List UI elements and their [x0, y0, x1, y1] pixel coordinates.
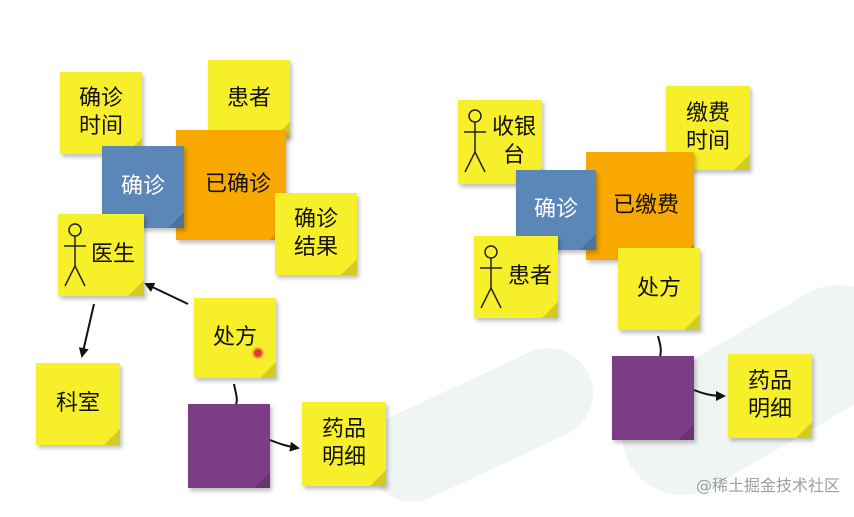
- prescription-to-doctor-arrow: [144, 282, 189, 305]
- patient-actor-icon: [480, 245, 502, 309]
- note-label: 确诊: [533, 197, 578, 222]
- right-paid-note: 已缴费: [586, 152, 694, 260]
- note-label: 处方: [636, 276, 681, 301]
- note-label: 患者: [507, 264, 552, 289]
- note-label: 医生: [90, 242, 135, 267]
- cursor-dot: [254, 349, 262, 357]
- note-label: 处方: [212, 325, 257, 350]
- left-drug-detail-note: 药品 明细: [302, 402, 386, 486]
- note-label: 已缴费: [612, 193, 679, 218]
- doctor-actor-icon: [64, 223, 86, 287]
- right-drug-block: [612, 356, 694, 440]
- prescription-to-drug-connector: [233, 383, 238, 405]
- right-prescription-note: 处方: [618, 248, 700, 330]
- note-label: 收银 台: [491, 115, 536, 168]
- note-label: 确诊 结果: [293, 207, 338, 260]
- doctor-to-department-arrow: [78, 303, 95, 358]
- note-label: 患者: [226, 86, 271, 111]
- watermark: @稀土掘金技术社区: [695, 476, 840, 495]
- right-prescription-to-drug-connector: [657, 335, 662, 357]
- note-label: 确诊 时间: [78, 86, 123, 139]
- right-patient-note: 患者: [474, 236, 558, 318]
- left-drug-block: [188, 404, 270, 488]
- left-result-note: 确诊 结果: [275, 193, 357, 275]
- note-label: 缴费 时间: [685, 101, 730, 154]
- note-label: 科室: [55, 391, 100, 416]
- left-confirm-time-note: 确诊 时间: [60, 72, 142, 154]
- right-drug-to-detail-arrow: [693, 389, 726, 401]
- right-drug-detail-note: 药品 明细: [728, 354, 812, 438]
- left-prescription-note: 处方: [194, 298, 276, 378]
- left-department-note: 科室: [36, 363, 120, 445]
- note-label: 药品 明细: [321, 417, 366, 470]
- note-label: 确诊: [120, 174, 165, 199]
- left-doctor-note: 医生: [58, 214, 144, 296]
- note-label: 已确诊: [204, 172, 271, 197]
- note-label: 药品 明细: [747, 369, 792, 422]
- cashier-actor-icon: [464, 109, 486, 173]
- drug-to-detail-arrow: [269, 439, 300, 452]
- right-cashier-note: 收银 台: [458, 100, 542, 184]
